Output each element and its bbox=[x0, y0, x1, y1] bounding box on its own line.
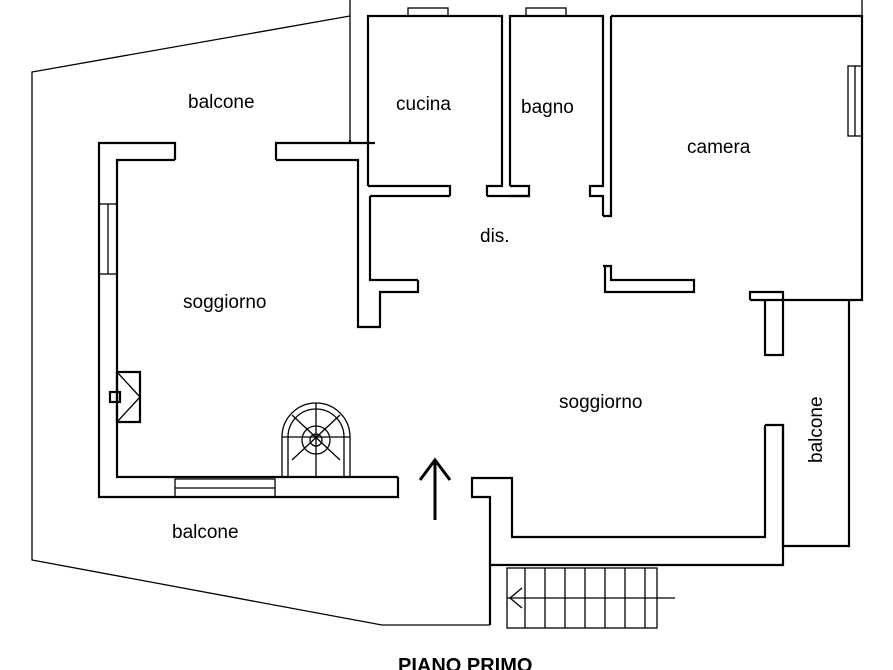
external-stair bbox=[506, 567, 675, 629]
label-dis: dis. bbox=[480, 226, 510, 247]
label-balcone-right: balcone bbox=[806, 396, 827, 463]
label-bagno: bagno bbox=[521, 97, 574, 118]
plan-title: PIANO PRIMO bbox=[398, 655, 532, 670]
north-arrow-icon bbox=[418, 457, 452, 520]
right-living-walls bbox=[470, 290, 851, 625]
label-balcone-top: balcone bbox=[188, 92, 255, 113]
balcony-outline bbox=[31, 0, 490, 626]
label-soggiorno-left: soggiorno bbox=[183, 292, 266, 313]
fireplace bbox=[108, 370, 142, 424]
spiral-stair bbox=[281, 402, 351, 477]
left-living-walls bbox=[97, 140, 420, 499]
label-soggiorno-right: soggiorno bbox=[559, 392, 642, 413]
label-balcone-bottom: balcone bbox=[172, 522, 239, 543]
north-rooms-walls bbox=[366, 0, 864, 302]
label-cucina: cucina bbox=[396, 94, 451, 115]
label-camera: camera bbox=[687, 137, 751, 158]
